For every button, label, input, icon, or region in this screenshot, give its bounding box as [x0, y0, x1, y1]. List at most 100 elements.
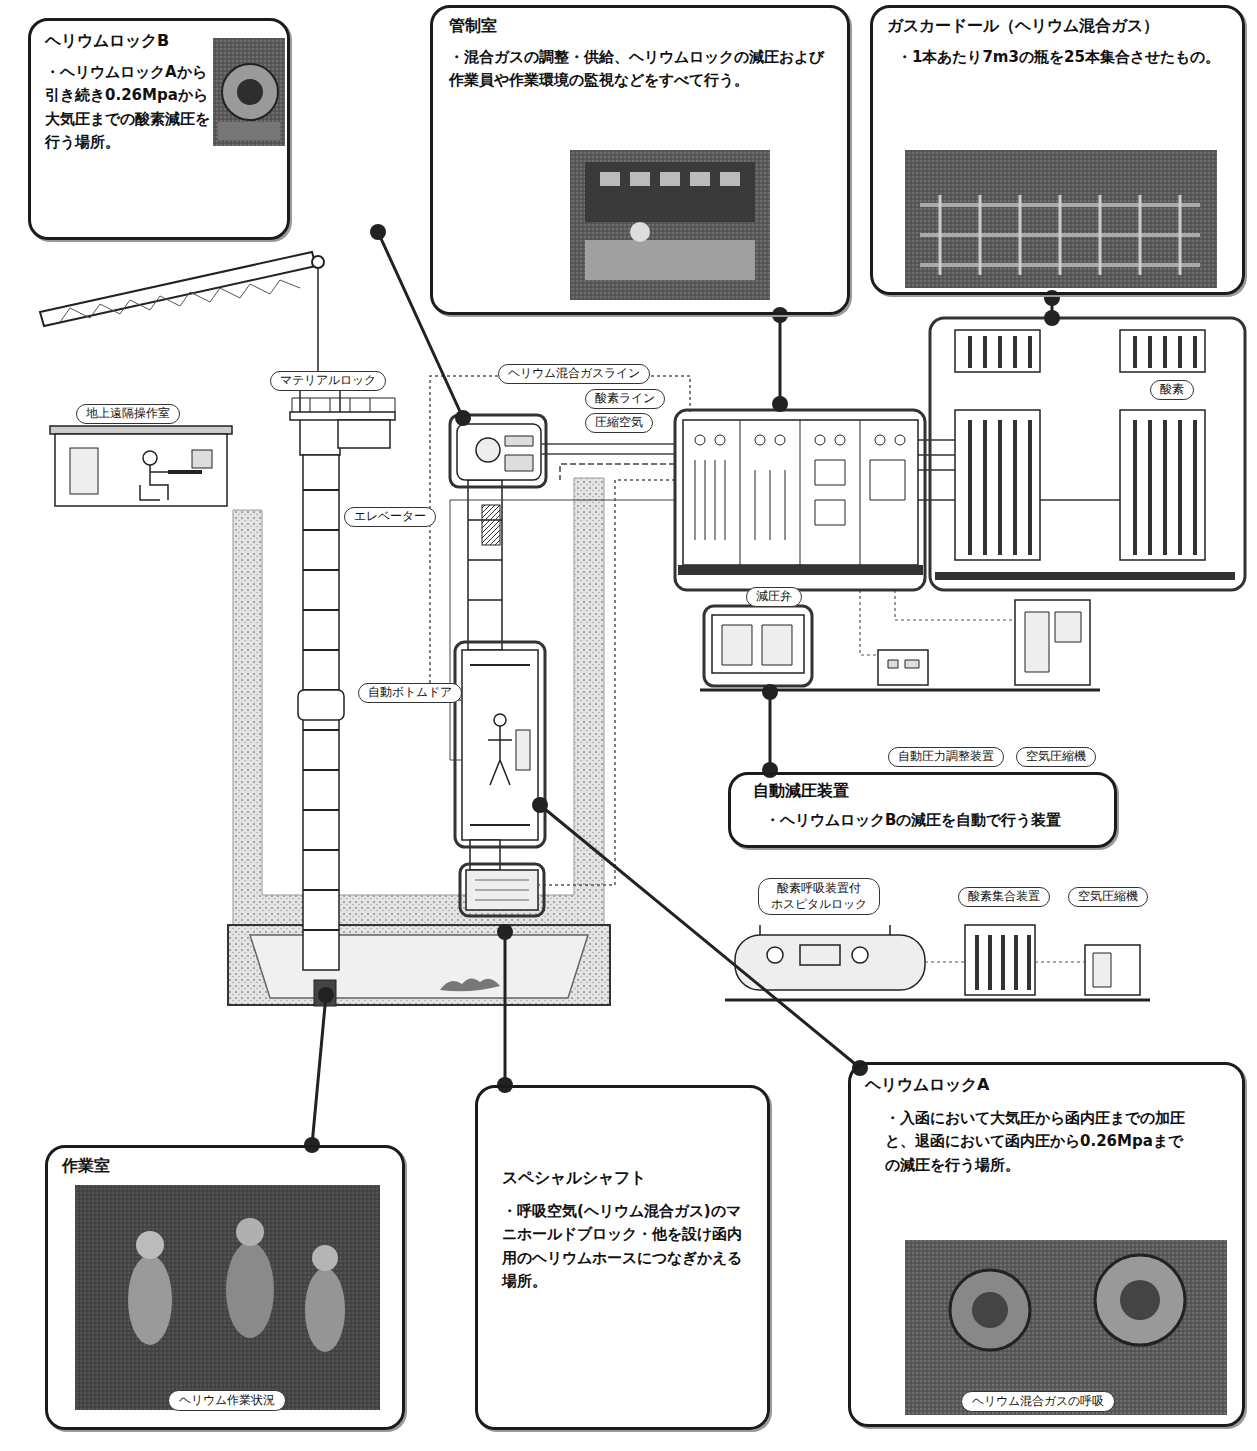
gauge — [835, 435, 845, 445]
oxygen-cylinders — [977, 935, 1029, 990]
railing — [292, 398, 395, 412]
callout-title: ヘリウムロックA — [865, 1075, 989, 1096]
gauge — [852, 947, 868, 963]
crane-cable — [317, 268, 319, 388]
operator-body — [140, 465, 172, 500]
lock-hatch-window — [237, 79, 263, 105]
leader-dot — [455, 410, 471, 426]
part-name: 圧縮空気 — [595, 415, 643, 431]
part-label: ヘリウム混合ガスライン — [498, 364, 650, 384]
boom-lattice — [60, 280, 300, 322]
pressure-regulator — [878, 650, 928, 685]
rubble — [440, 978, 500, 991]
leader-dot — [762, 762, 778, 778]
regulator-display — [888, 660, 919, 668]
callout-body: ・入函において大気圧から函内圧までの加圧と、退函において函内圧から0.26Mpa… — [885, 1107, 1185, 1177]
signal-line — [450, 500, 675, 760]
cylinder-racks — [955, 330, 1205, 560]
boom-head — [312, 256, 324, 268]
leader-dot — [1044, 310, 1060, 326]
worker-figure — [488, 726, 512, 785]
leader-dot — [532, 797, 548, 813]
lock-bulkheads — [470, 665, 530, 825]
callout-title: 管制室 — [449, 16, 497, 37]
control-room-photo — [570, 150, 770, 300]
gauge — [775, 435, 785, 445]
helium-lock-b — [457, 424, 541, 480]
part-label: エレベーター — [344, 507, 436, 527]
worker-head — [312, 1245, 338, 1271]
lock-base — [218, 122, 280, 140]
door — [70, 448, 98, 494]
part-name: 自動ボトムドア — [368, 685, 452, 701]
worker-head — [136, 1231, 164, 1259]
worker-head — [236, 1218, 264, 1246]
unit-doors — [722, 625, 792, 665]
air-line — [560, 464, 675, 480]
operator-head — [143, 451, 157, 465]
part-label: 圧縮空気 — [585, 413, 653, 433]
rack-base — [935, 572, 1235, 580]
callout-box: ガスカードール（ヘリウム混合ガス） ・1本あたり7m3の瓶を25本集合させたもの。 — [870, 5, 1245, 295]
gauge — [767, 947, 783, 963]
monitor — [192, 450, 212, 468]
oxygen-manifold — [965, 925, 1035, 995]
diver-mask — [1120, 1280, 1160, 1320]
part-label: 自動圧力調整装置 — [888, 747, 1004, 767]
leader-dot — [370, 224, 386, 240]
operator-head — [630, 222, 650, 242]
photo-caption: ヘリウム作業状況 — [168, 1390, 286, 1411]
callout-body: ・1本あたり7m3の瓶を25本集合させたもの。 — [897, 46, 1227, 69]
air-compressor — [1085, 945, 1140, 995]
oxygen-line — [541, 444, 675, 454]
callout-body: ・ヘリウムロックBの減圧を自動で行う装置 — [765, 809, 1105, 832]
callout-body: ・呼吸空気(ヘリウム混合ガス)のマニホールドブロック・他を設け函内用のヘリウムホ… — [502, 1200, 752, 1293]
bench — [516, 730, 530, 770]
part-name: 自動圧力調整装置 — [898, 749, 994, 765]
floor-line — [725, 999, 1150, 1002]
worker — [128, 1255, 172, 1345]
diver-helmet — [1095, 1255, 1185, 1345]
desk — [168, 470, 202, 474]
hospital-lock — [735, 935, 925, 990]
lock-fittings — [760, 925, 890, 965]
part-label: 自動ボトムドア — [358, 683, 462, 703]
callout-title: ガスカードール（ヘリウム混合ガス） — [887, 16, 1159, 37]
lock-cabin — [338, 420, 390, 448]
highlight-outline — [930, 318, 1245, 590]
gas-photo — [905, 150, 1217, 288]
roof — [50, 426, 232, 434]
monitor-screens — [600, 172, 740, 186]
lock-fittings — [505, 436, 533, 471]
callout-title: スペシャルシャフト — [502, 1168, 646, 1189]
diver-helmet — [950, 1270, 1030, 1350]
part-name: 空気圧縮機 — [1078, 889, 1138, 905]
leader-dot — [497, 924, 513, 940]
part-label: 地上遠隔操作室 — [76, 404, 180, 424]
lock-hatch — [222, 64, 278, 120]
callout-body: ・混合ガスの調整・供給、ヘリウムロックの減圧および作業員や作業環境の監視などをす… — [449, 46, 837, 93]
highlight-outline — [455, 642, 545, 847]
leader-dot — [772, 307, 788, 323]
control-panel — [683, 420, 918, 565]
platform — [290, 412, 395, 420]
highlight-outline — [460, 864, 544, 916]
worker — [226, 1242, 274, 1338]
gauge — [755, 435, 765, 445]
monitor-wall — [585, 162, 755, 222]
callout-box: ヘリウムロックB・ヘリウムロックAから引き続き0.26Mpaから大気圧までの酸素… — [28, 18, 290, 240]
compressor-panel — [1093, 953, 1111, 987]
part-label: 酸素 — [1150, 380, 1194, 400]
callout-title: 作業室 — [62, 1156, 110, 1177]
diver-mask — [972, 1292, 1008, 1328]
cylinders — [970, 336, 1195, 555]
panel-controls — [695, 460, 905, 540]
panel-dividers — [740, 420, 860, 565]
leader-dot — [772, 396, 788, 412]
remote-room — [55, 434, 227, 506]
regulator-line — [860, 590, 878, 655]
part-label: 減圧弁 — [746, 587, 802, 607]
callout-box: ヘリウムロックA ・入函において大気圧から函内圧までの加圧と、退函において函内圧か… — [848, 1062, 1245, 1427]
